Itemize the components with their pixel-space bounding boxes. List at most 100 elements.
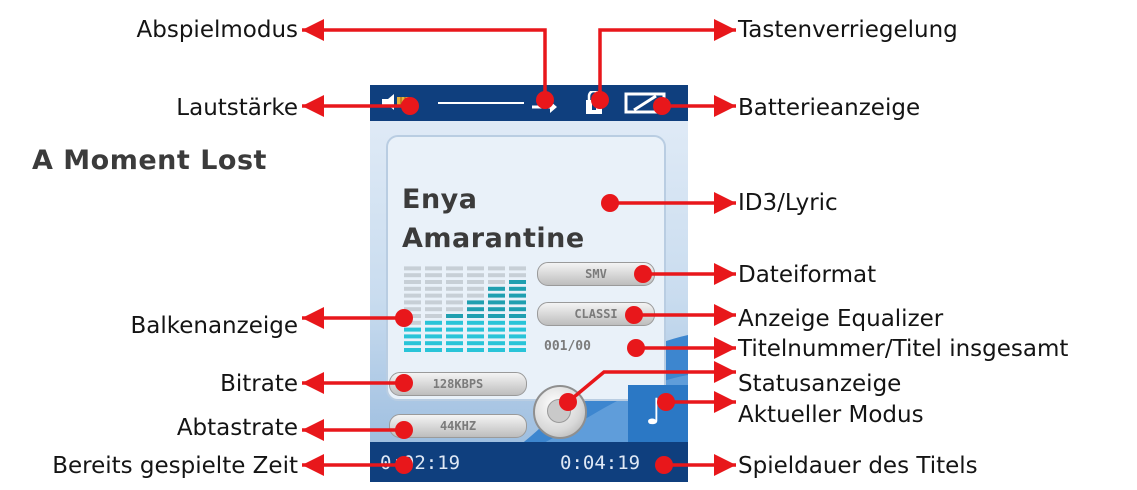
eq-segment <box>488 293 505 298</box>
eq-segment <box>509 314 526 318</box>
label-tastenverriegelung: Tastenverriegelung <box>738 17 958 43</box>
volume-slider[interactable] <box>438 102 524 104</box>
elapsed-time: 0:02:19 <box>380 452 461 474</box>
eq-segment <box>404 314 421 318</box>
eq-segment <box>509 266 526 271</box>
eq-segment <box>509 273 526 278</box>
eq-segment <box>404 273 421 278</box>
eq-segment <box>425 320 442 325</box>
eq-segment <box>509 280 526 284</box>
album-name: Amarantine <box>402 223 585 254</box>
label-abtastrate: Abtastrate <box>176 415 298 441</box>
eq-segment <box>425 314 442 318</box>
label-spieldauer: Spieldauer des Titels <box>738 453 978 479</box>
label-aktueller-modus: Aktueller Modus <box>738 402 924 428</box>
label-abspielmodus: Abspielmodus <box>136 17 298 43</box>
eq-segment <box>404 286 421 291</box>
eq-segment <box>446 300 463 305</box>
eq-segment <box>425 293 442 298</box>
arrow-anzeige-equalizer-head <box>714 304 736 326</box>
music-note-icon: ♪ <box>645 392 668 433</box>
arrow-lautstaerke-head <box>302 95 324 117</box>
eq-segment <box>425 286 442 291</box>
eq-segment <box>446 286 463 291</box>
track-counter: 001/00 <box>544 339 591 354</box>
bitrate-badge: 128KBPS <box>389 372 527 396</box>
arrow-aktueller-modus-head <box>714 391 736 413</box>
label-titelnummer: Titelnummer/Titel insgesamt <box>738 336 1069 362</box>
eq-segment <box>425 334 442 339</box>
eq-segment <box>446 266 463 271</box>
eq-segment <box>446 341 463 346</box>
eq-segment <box>404 307 421 312</box>
eq-segment <box>488 280 505 284</box>
equalizer-bar-display <box>404 266 526 352</box>
arrow-balkenanzeige-head <box>302 307 324 329</box>
arrow-titelnummer-head <box>714 337 736 359</box>
eq-segment <box>404 280 421 284</box>
label-batterieanzeige: Batterieanzeige <box>738 95 921 121</box>
eq-segment <box>446 293 463 298</box>
eq-segment <box>425 300 442 305</box>
eq-segment <box>467 307 484 312</box>
eq-segment <box>467 327 484 332</box>
eq-segment <box>488 266 505 271</box>
play-status-button[interactable] <box>533 385 587 439</box>
eq-segment <box>509 300 526 305</box>
eq-segment <box>425 348 442 352</box>
eq-segment <box>425 266 442 271</box>
arrow-bitrate-head <box>302 372 324 394</box>
eq-segment <box>467 286 484 291</box>
label-id3-lyric: ID3/Lyric <box>738 190 838 216</box>
eq-segment <box>509 327 526 332</box>
eq-segment <box>467 341 484 346</box>
eq-segment <box>425 327 442 332</box>
eq-segment <box>404 327 421 332</box>
eq-segment <box>446 320 463 325</box>
eq-segment <box>467 320 484 325</box>
eq-segment <box>488 348 505 352</box>
label-bereits-gespielte-zeit: Bereits gespielte Zeit <box>52 453 298 479</box>
eq-segment <box>509 286 526 291</box>
arrow-abtastrate-head <box>302 419 324 441</box>
eq-segment <box>404 341 421 346</box>
label-lautstaerke: Lautstärke <box>176 95 298 121</box>
bottom-time-bar <box>370 442 688 482</box>
eq-segment <box>488 327 505 332</box>
eq-segment <box>404 293 421 298</box>
eq-segment <box>509 334 526 339</box>
label-anzeige-equalizer: Anzeige Equalizer <box>738 306 944 332</box>
label-balkenanzeige: Balkenanzeige <box>130 313 298 339</box>
eq-segment <box>488 273 505 278</box>
eq-segment <box>446 348 463 352</box>
eq-segment <box>488 307 505 312</box>
artist-name: Enya <box>402 184 478 215</box>
eq-segment <box>467 314 484 318</box>
eq-segment <box>488 300 505 305</box>
eq-segment <box>488 341 505 346</box>
eq-segment <box>488 320 505 325</box>
eq-segment <box>467 300 484 305</box>
eq-segment <box>488 314 505 318</box>
eq-segment <box>488 334 505 339</box>
eq-segment <box>509 307 526 312</box>
eq-segment <box>425 280 442 284</box>
eq-segment <box>446 273 463 278</box>
eq-segment <box>509 293 526 298</box>
eq-segment <box>446 334 463 339</box>
label-bitrate: Bitrate <box>220 371 298 397</box>
eq-segment <box>446 314 463 318</box>
eq-segment <box>488 286 505 291</box>
equalizer-badge: CLASSI <box>537 302 655 326</box>
eq-segment <box>404 266 421 271</box>
eq-segment <box>446 280 463 284</box>
label-statusanzeige: Statusanzeige <box>738 371 902 397</box>
eq-segment <box>467 334 484 339</box>
arrow-spieldauer-head <box>714 454 736 476</box>
eq-segment <box>509 348 526 352</box>
eq-segment <box>425 273 442 278</box>
arrow-statusanzeige-head <box>714 361 736 383</box>
arrow-abspielmodus-head <box>302 19 324 41</box>
eq-segment <box>404 320 421 325</box>
